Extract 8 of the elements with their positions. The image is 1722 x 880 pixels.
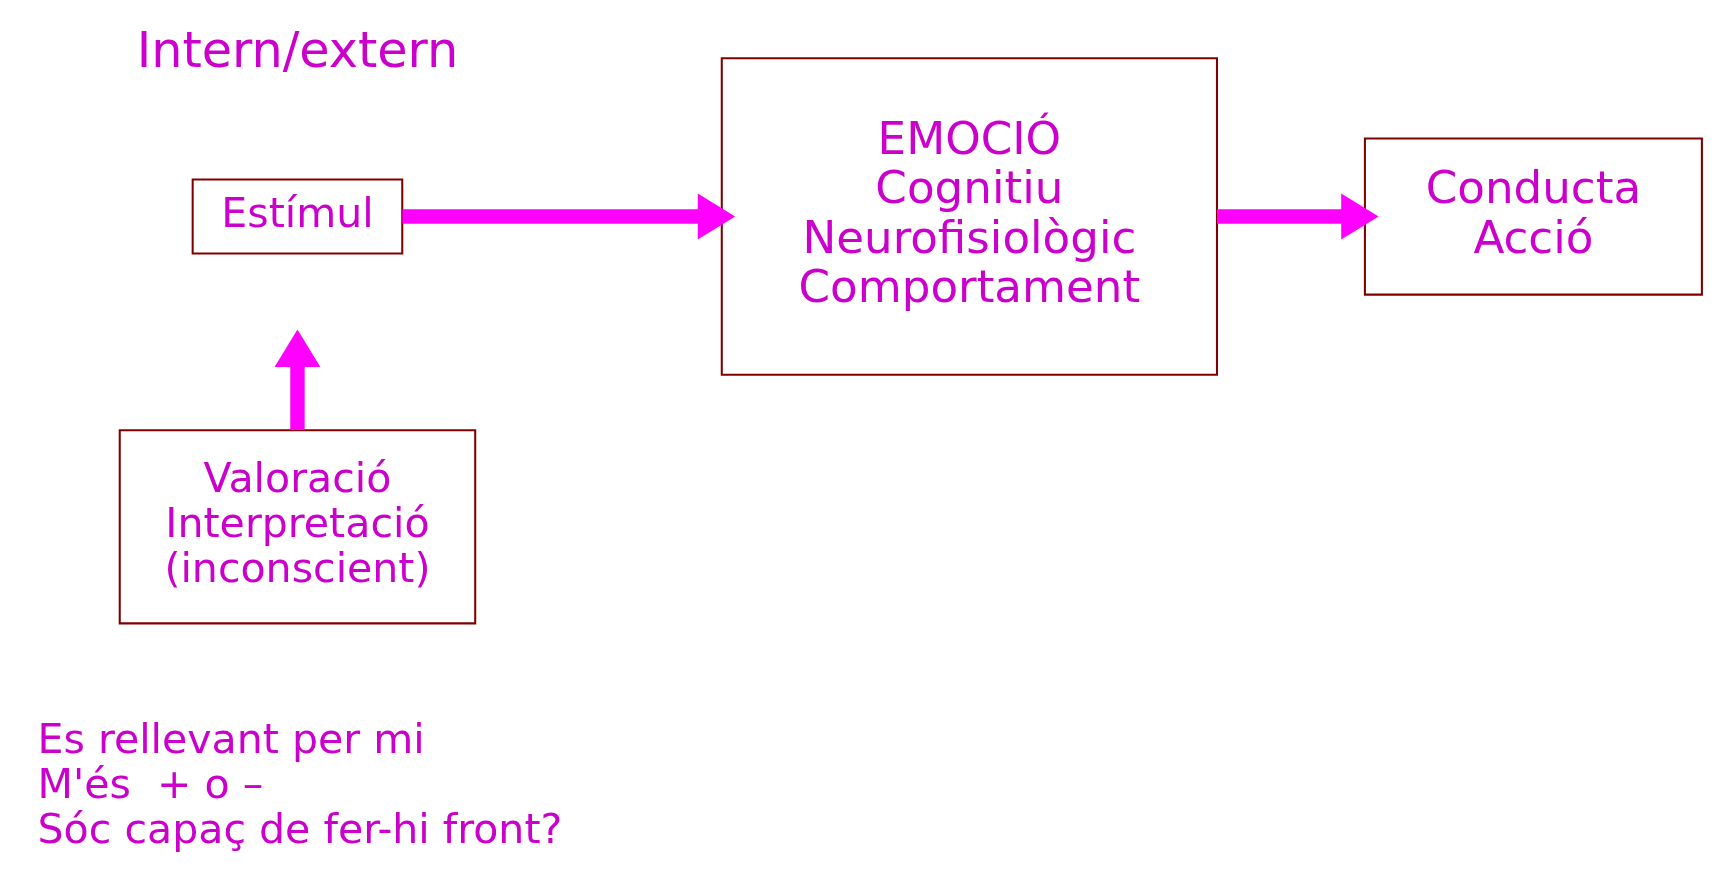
node-box: Conducta Acció	[1363, 136, 1703, 296]
node-box: EMOCIÓ Cognitiu Neurofisiològic Comportament	[720, 56, 1218, 376]
node-box: Estímul	[191, 178, 403, 255]
node-box: Valoració Interpretació (inconscient)	[118, 428, 476, 624]
label: Intern/extern	[136, 20, 458, 79]
arrow	[274, 329, 320, 430]
arrow	[1216, 193, 1379, 239]
arrow	[401, 193, 735, 239]
